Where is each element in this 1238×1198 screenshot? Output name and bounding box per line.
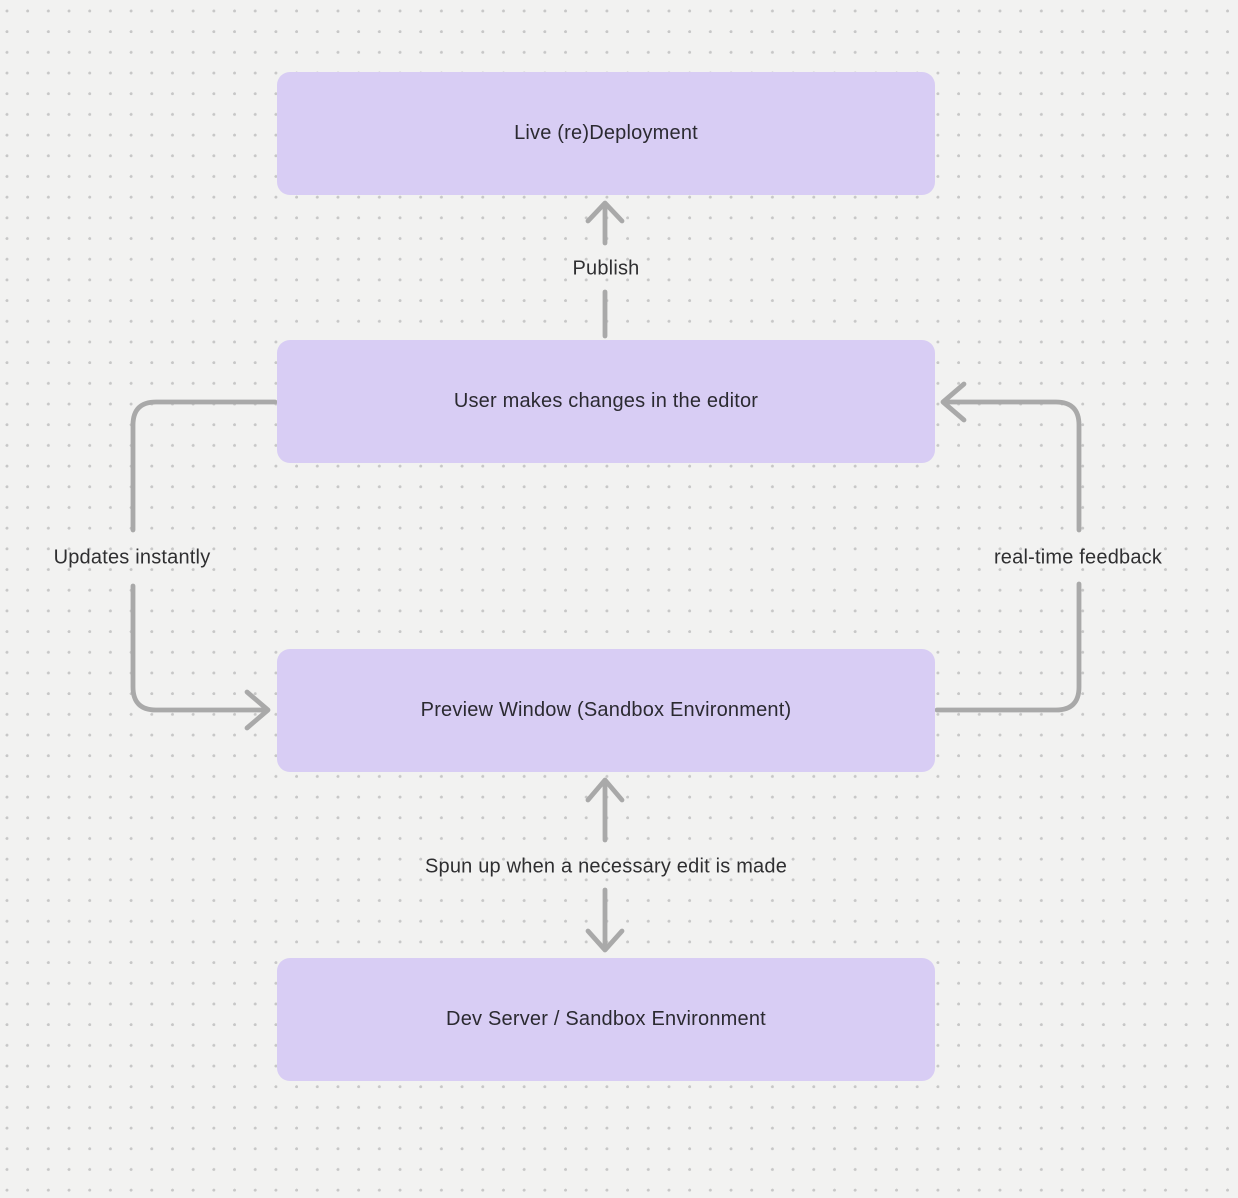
arrow-feedback-upper-line: [945, 399, 1082, 533]
arrow-feedback-lower-line: [934, 581, 1082, 713]
node-user-editor-label: User makes changes in the editor: [453, 390, 759, 412]
node-preview-window-label: Preview Window (Sandbox Environment): [420, 699, 792, 721]
node-dev-server: Dev Server / Sandbox Environment: [277, 958, 935, 1081]
node-preview-window: Preview Window (Sandbox Environment): [277, 649, 935, 772]
arrow-publish-head-up-icon: [585, 200, 625, 224]
node-dev-server-label: Dev Server / Sandbox Environment: [446, 1008, 766, 1030]
arrow-updates-upper-line: [130, 399, 278, 533]
arrow-spun-up-head-down-icon: [585, 928, 625, 953]
edge-label-updates-instantly: Updates instantly: [53, 546, 211, 569]
node-user-editor: User makes changes in the editor: [277, 340, 935, 463]
node-live-redeployment-label: Live (re)Deployment: [514, 122, 698, 144]
arrow-updates-lower-line: [130, 583, 266, 713]
arrow-feedback-head-left-icon: [940, 381, 967, 423]
edge-label-publish: Publish: [572, 257, 640, 280]
arrow-updates-head-right-icon: [244, 689, 271, 731]
edge-label-spun-up: Spun up when a necessary edit is made: [424, 855, 788, 878]
arrow-spun-up-head-up-icon: [585, 777, 625, 803]
edge-label-real-time-feedback: real-time feedback: [993, 546, 1163, 569]
node-live-redeployment: Live (re)Deployment: [277, 72, 935, 195]
